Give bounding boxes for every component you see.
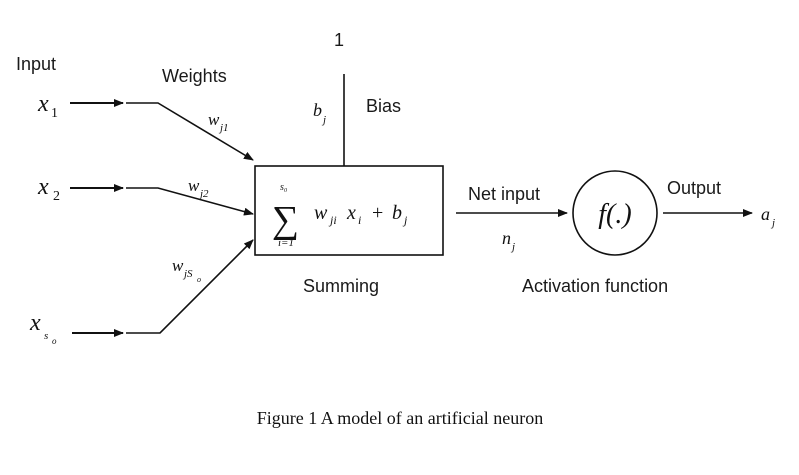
input-xso: x s o	[29, 310, 124, 346]
figure-caption: Figure 1 A model of an artificial neuron	[257, 408, 543, 428]
activation-expr: f(.)	[598, 199, 631, 230]
weight-w1: w j1	[208, 110, 229, 134]
input-xso-var: x	[29, 310, 41, 336]
bias-term: b j	[313, 100, 326, 126]
summing-box	[254, 165, 444, 256]
input-x2-sub: 2	[53, 189, 60, 204]
sigma-upper: s₀	[280, 182, 288, 193]
summing-label: Summing	[303, 276, 379, 296]
input-x1: x 1	[37, 91, 124, 121]
weight-w2-line	[126, 187, 254, 216]
output-sub: j	[770, 217, 775, 229]
weight-w1-var: w	[208, 110, 220, 129]
input-label: Input	[16, 54, 56, 74]
activation-label: Activation function	[522, 276, 668, 296]
net-term: n j	[502, 228, 515, 253]
bias-sub: j	[321, 114, 326, 126]
sigma-symbol: ∑	[272, 199, 299, 241]
input-xso-subsub: o	[52, 336, 57, 346]
weight-wso: w jS o	[172, 256, 201, 284]
weight-w2-sub: j2	[198, 188, 209, 200]
sum-x-sub: i	[358, 213, 361, 227]
weight-wso-subsub: o	[197, 275, 201, 284]
weight-w1-sub: j1	[218, 122, 229, 134]
summation-formula: ∑ s₀ i=1 w ji x i + b j	[272, 182, 408, 249]
sigma-lower: i=1	[278, 237, 294, 249]
weight-w1-line	[126, 102, 254, 161]
input-xso-sub: s	[44, 330, 48, 342]
activation-circle	[572, 170, 658, 256]
weight-w2: w j2	[188, 176, 209, 200]
bias-value: 1	[334, 30, 344, 50]
sum-x: x	[346, 202, 356, 224]
sum-plus: +	[372, 202, 383, 224]
sum-b: b	[392, 202, 402, 224]
sum-b-sub: j	[402, 213, 408, 227]
sum-w-sub: ji	[328, 213, 337, 227]
sum-w: w	[314, 202, 328, 224]
weight-w2-var: w	[188, 176, 200, 195]
input-x1-sub: 1	[51, 106, 58, 121]
output-term: a j	[761, 204, 775, 229]
input-x2: x 2	[37, 174, 124, 204]
weights-label: Weights	[162, 66, 227, 86]
net-sub: j	[510, 241, 515, 253]
weight-wso-var: w	[172, 256, 184, 275]
bias-label: Bias	[366, 96, 401, 116]
weight-wso-sub: jS	[182, 268, 193, 280]
weight-wso-line	[126, 239, 254, 334]
bias-var: b	[313, 100, 322, 120]
input-x2-var: x	[37, 174, 49, 200]
net-input-label: Net input	[468, 184, 540, 204]
net-var: n	[502, 228, 511, 248]
output-var: a	[761, 204, 770, 224]
input-x1-var: x	[37, 91, 49, 117]
output-label: Output	[667, 178, 721, 198]
